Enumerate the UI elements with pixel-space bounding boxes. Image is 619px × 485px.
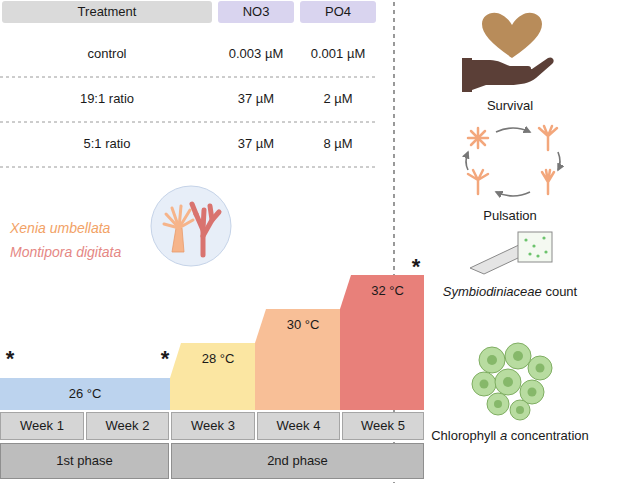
header-cell: PO4 [300,1,376,23]
temperature-band: 28 °C [181,343,255,410]
significance-mark: * [412,254,421,280]
separator-line [393,2,394,483]
temperature-ramps [170,275,351,410]
node-text: Week 2 [106,418,150,433]
phase-box: 1st phase [0,443,169,479]
temperature-band: 30 °C [266,309,340,410]
node-text: 2nd phase [267,453,328,468]
table-cell: 19:1 ratio [80,91,134,106]
week-box: Week 3 [171,412,255,440]
significance-mark: * [161,346,170,372]
species-label: Xenia umbellata [10,220,110,236]
table-cell: 2 µM [323,91,352,106]
week-box: Week 4 [257,412,340,440]
node-text: 26 °C [69,386,102,401]
phase-box: 2nd phase [171,443,424,479]
coral-illustration [151,186,231,266]
node-text: 32 °C [371,283,404,298]
significance-mark: * [6,346,15,372]
response-label: Pulsation [483,208,536,223]
response-label: Symbiodiniaceae count [443,284,577,299]
table-cell: 0.003 µM [229,46,283,61]
node-text: 28 °C [202,351,235,366]
table-cell: 0.001 µM [311,46,365,61]
table-cell: 8 µM [323,136,352,151]
survival-icon [462,13,554,92]
node-text: Treatment [78,4,137,19]
header-cell: Treatment [2,1,212,23]
temperature-band: 32 °C [351,275,424,410]
header-cell: NO3 [218,1,294,23]
week-box: Week 5 [342,412,424,440]
slide-icon [470,232,552,274]
node-text: Week 3 [191,418,235,433]
node-text: 30 °C [287,317,320,332]
pulsation-icon [466,126,560,196]
table-cell: 37 µM [238,91,274,106]
table-cell: 37 µM [238,136,274,151]
week-box: Week 2 [86,412,169,440]
node-text: Week 4 [277,418,321,433]
table-cell: 5:1 ratio [84,136,131,151]
table-rules [0,77,378,167]
cells-icon [472,343,552,420]
response-label: Survival [487,98,533,113]
species-label: Montipora digitata [10,244,121,260]
node-text: PO4 [325,4,351,19]
node-text: Week 1 [20,418,64,433]
table-cell: control [87,46,126,61]
response-label: Chlorophyll a concentration [431,428,589,443]
node-text: Week 5 [361,418,405,433]
node-text: 1st phase [56,453,112,468]
week-box: Week 1 [0,412,84,440]
node-text: NO3 [243,4,270,19]
temperature-band: 26 °C [0,378,170,410]
